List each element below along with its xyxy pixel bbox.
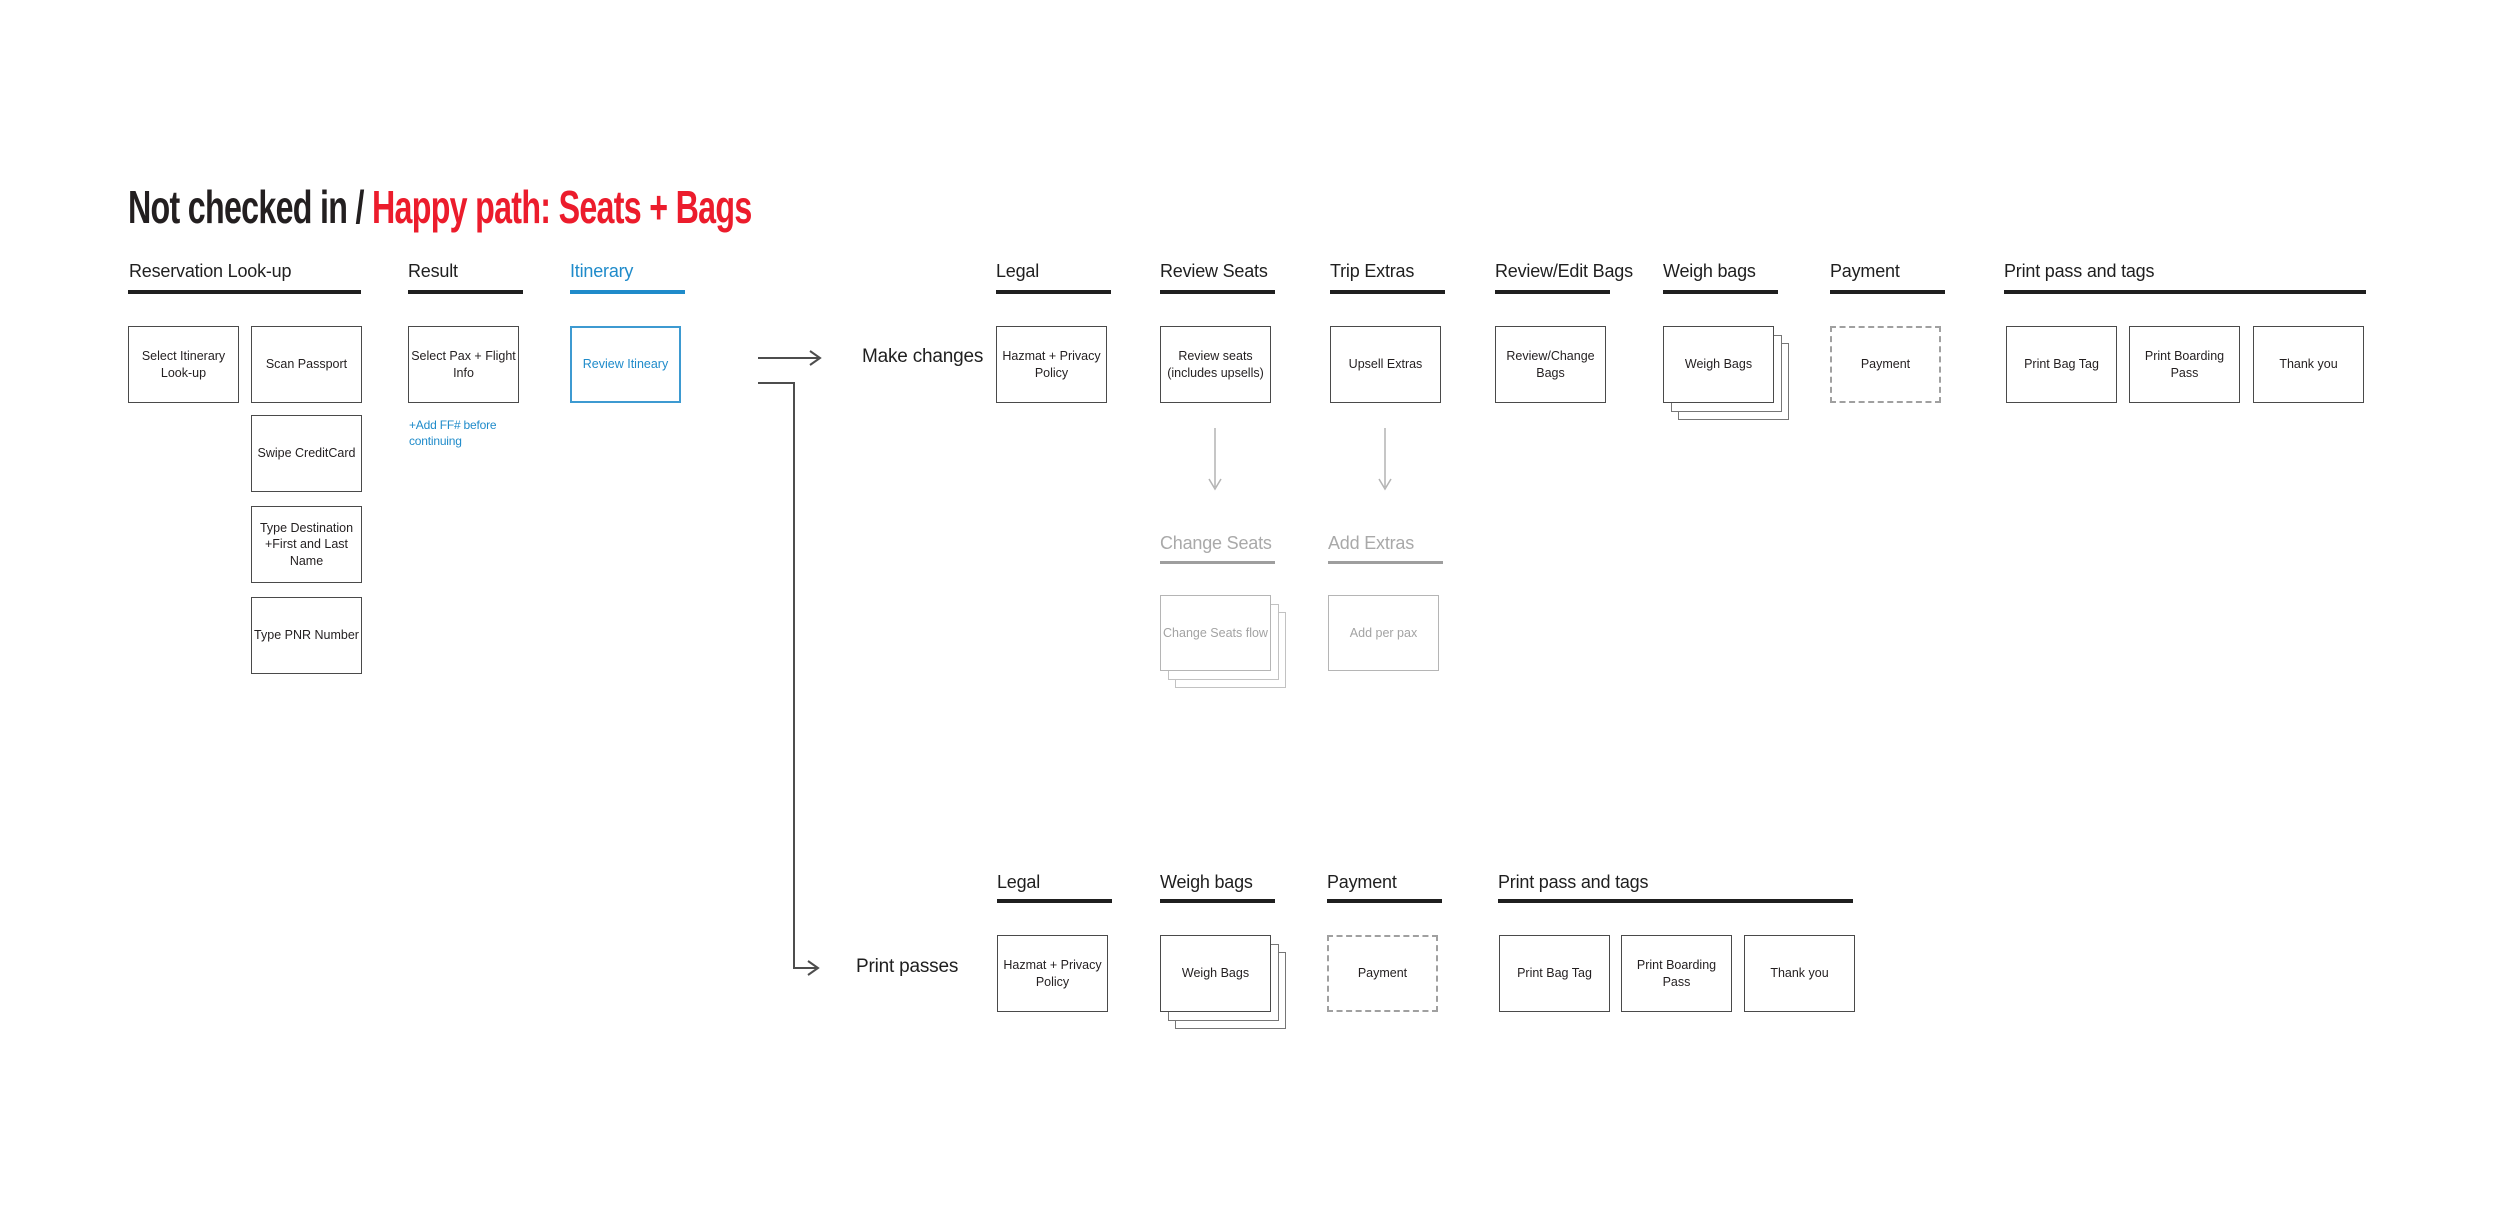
box-type-destination-name: Type Destination +First and Last Name xyxy=(251,506,362,583)
box-upsell-extras: Upsell Extras xyxy=(1330,326,1441,403)
box-thank-you: Thank you xyxy=(2253,326,2364,403)
header-underline xyxy=(408,290,523,294)
header-underline xyxy=(570,290,685,294)
column-header: Payment xyxy=(1830,261,1900,281)
title-highlight: Happy path: Seats + Bags xyxy=(371,181,752,233)
header-underline xyxy=(1330,290,1445,294)
box-print-bag-tag: Print Bag Tag xyxy=(1499,935,1610,1012)
header-underline xyxy=(1328,561,1443,564)
column-header: Change Seats xyxy=(1160,533,1272,553)
column-header: Review/Edit Bags xyxy=(1495,261,1633,281)
box-select-itinerary-lookup: Select Itinerary Look-up xyxy=(128,326,239,403)
print-passes-arrowhead xyxy=(807,960,820,976)
column-header: Result xyxy=(408,261,458,281)
box-hazmat-privacy: Hazmat + Privacy Policy xyxy=(996,326,1107,403)
column-header: Add Extras xyxy=(1328,533,1415,553)
page-title: Not checked in / Happy path: Seats + Bag… xyxy=(128,180,752,234)
header-underline xyxy=(997,899,1112,903)
box-weigh-bags: Weigh Bags xyxy=(1663,326,1774,403)
box-select-pax-flight-info: Select Pax + Flight Info xyxy=(408,326,519,403)
column-header: Payment xyxy=(1327,872,1397,892)
header-underline xyxy=(1498,899,1853,903)
box-hazmat-privacy: Hazmat + Privacy Policy xyxy=(997,935,1108,1012)
column-header: Legal xyxy=(996,261,1040,281)
column-header: Weigh bags xyxy=(1160,872,1253,892)
header-underline xyxy=(1495,290,1610,294)
box-review-change-bags: Review/Change Bags xyxy=(1495,326,1606,403)
header-underline xyxy=(128,290,361,294)
column-header: Itinerary xyxy=(570,261,634,281)
header-underline xyxy=(1327,899,1442,903)
header-underline xyxy=(1160,561,1275,564)
make-changes-label: Make changes xyxy=(862,346,984,367)
box-review-seats: Review seats (includes upsells) xyxy=(1160,326,1271,403)
box-review-itinerary: Review Itineary xyxy=(570,326,681,403)
header-underline xyxy=(2004,290,2366,294)
column-header: Print pass and tags xyxy=(1498,872,1649,892)
header-underline xyxy=(1160,290,1275,294)
column-header: Print pass and tags xyxy=(2004,261,2155,281)
print-passes-connector xyxy=(758,382,816,969)
add-ff-note: +Add FF# before continuing xyxy=(409,418,497,449)
box-payment: Payment xyxy=(1830,326,1941,403)
box-scan-passport: Scan Passport xyxy=(251,326,362,403)
box-add-per-pax: Add per pax xyxy=(1328,595,1439,671)
change-seats-arrowhead xyxy=(1208,478,1222,491)
column-header: Legal xyxy=(997,872,1041,892)
column-header: Trip Extras xyxy=(1330,261,1415,281)
make-changes-arrowhead xyxy=(809,350,822,366)
box-weigh-bags: Weigh Bags xyxy=(1160,935,1271,1012)
column-header: Reservation Look-up xyxy=(129,261,292,281)
add-extras-arrowhead xyxy=(1378,478,1392,491)
title-text: Not checked in / xyxy=(128,181,372,233)
box-type-pnr-number: Type PNR Number xyxy=(251,597,362,674)
box-print-boarding-pass: Print Boarding Pass xyxy=(1621,935,1732,1012)
column-header: Weigh bags xyxy=(1663,261,1756,281)
box-print-boarding-pass: Print Boarding Pass xyxy=(2129,326,2240,403)
box-change-seats-flow: Change Seats flow xyxy=(1160,595,1271,671)
column-header: Review Seats xyxy=(1160,261,1268,281)
print-passes-label: Print passes xyxy=(856,956,959,977)
box-swipe-creditcard: Swipe CreditCard xyxy=(251,415,362,492)
header-underline xyxy=(1160,899,1275,903)
box-payment: Payment xyxy=(1327,935,1438,1012)
box-print-bag-tag: Print Bag Tag xyxy=(2006,326,2117,403)
header-underline xyxy=(996,290,1111,294)
box-thank-you: Thank you xyxy=(1744,935,1855,1012)
header-underline xyxy=(1830,290,1945,294)
header-underline xyxy=(1663,290,1778,294)
